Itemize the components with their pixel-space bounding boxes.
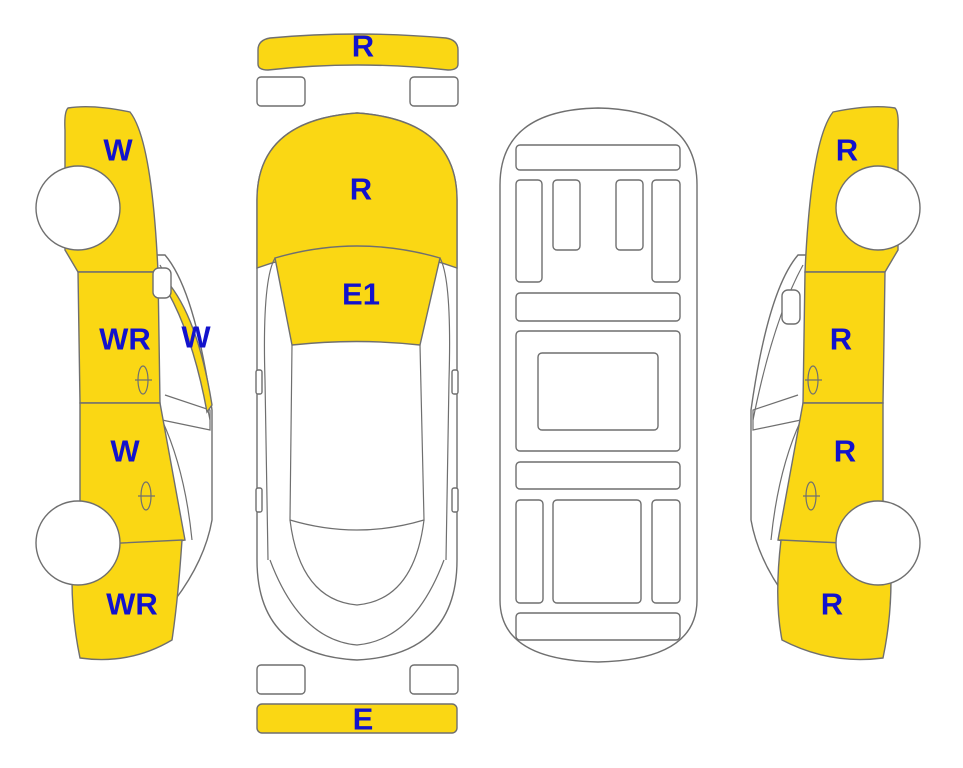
car-right-side-view [750, 105, 921, 661]
code-left-front-fender: W [103, 133, 133, 168]
code-left-a-pillar: W [181, 320, 211, 355]
left-rear-door-panel[interactable] [79, 402, 186, 546]
left-a-pillar-panel[interactable] [157, 271, 213, 414]
car-left-side-view [35, 105, 213, 661]
left-taillight [256, 664, 306, 695]
code-rear-bumper: E [353, 702, 374, 737]
right-taillight [409, 664, 459, 695]
car-top-view [255, 33, 459, 734]
code-windshield: E1 [342, 277, 380, 312]
code-front-bumper: R [352, 29, 374, 64]
code-right-front-door: R [830, 322, 852, 357]
damage-code-labels: R R E1 E W W WR W WR R R R R [99, 29, 858, 737]
car-interior-view [499, 107, 698, 663]
code-right-rear-door: R [834, 434, 856, 469]
rear-bumper-panel[interactable] [256, 703, 458, 734]
right-headlight [409, 76, 459, 107]
code-left-rear-door: W [110, 434, 140, 469]
code-right-rear-quarter: R [821, 587, 843, 622]
code-left-rear-quarter: WR [106, 587, 158, 622]
code-hood: R [350, 172, 372, 207]
left-headlight [256, 76, 306, 107]
code-right-front-fender: R [836, 133, 858, 168]
front-bumper-panel[interactable] [257, 33, 459, 71]
code-left-front-door: WR [99, 322, 151, 357]
